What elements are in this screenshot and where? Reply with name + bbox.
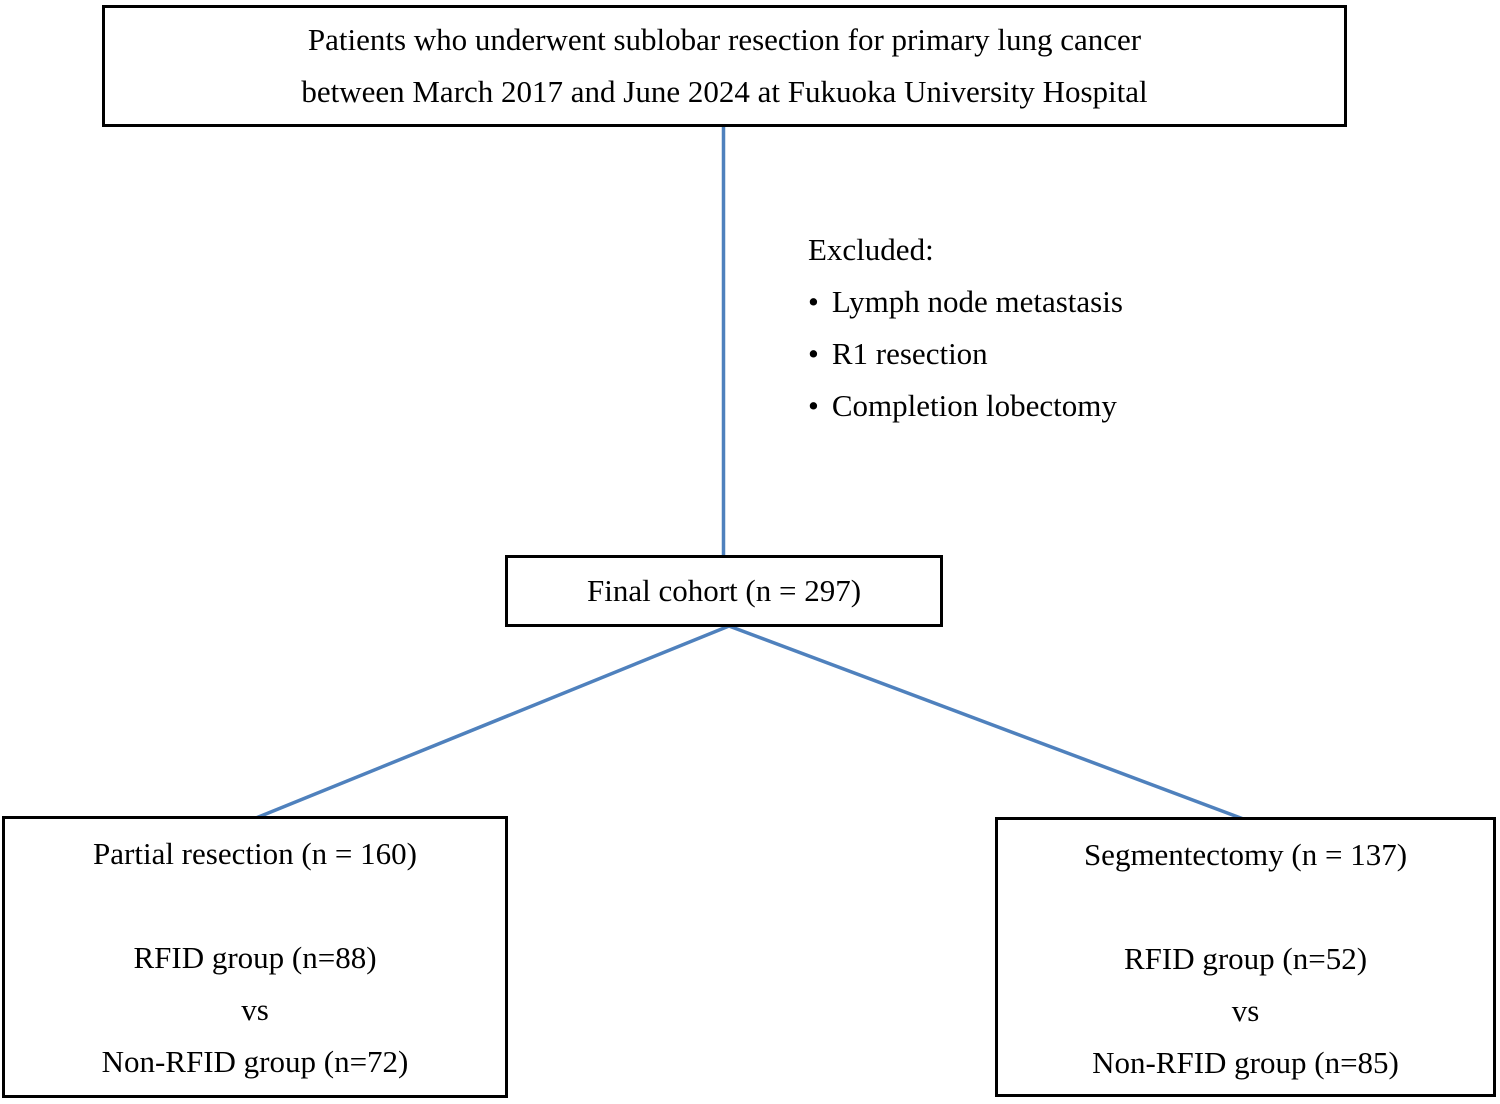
final-cohort-label: Final cohort (n = 297) (586, 573, 862, 608)
excluded-item-text: R1 resection (831, 336, 988, 371)
excluded-item: • Lymph node metastasis (808, 276, 1123, 328)
excluded-item-text: Lymph node metastasis (831, 284, 1123, 319)
connector-final-to-partial (255, 624, 730, 820)
bullet-icon: • (808, 388, 819, 423)
excluded-list: Excluded: • Lymph node metastasis • R1 res… (808, 224, 1123, 432)
connector-final-to-segmentectomy (728, 624, 1247, 822)
partial-non-rfid-group-label: Non-RFID group (n=72) (101, 1044, 409, 1079)
excluded-item: • R1 resection (808, 328, 1123, 380)
excluded-item-text: Completion lobectomy (831, 388, 1117, 423)
spacer-line (5, 880, 505, 932)
final-cohort-box: Final cohort (n = 297) (505, 555, 943, 627)
segmentectomy-vs-label: vs (1231, 993, 1260, 1028)
segmentectomy-box: Segmentectomy (n = 137) RFID group (n=52… (995, 817, 1496, 1097)
segmentectomy-rfid-group-label: RFID group (n=52) (1123, 941, 1368, 976)
spacer-line (998, 881, 1493, 933)
partial-rfid-group-label: RFID group (n=88) (133, 940, 377, 975)
excluded-title: Excluded: (808, 232, 934, 267)
top-box-line-2: between March 2017 and June 2024 at Fuku… (301, 74, 1148, 109)
partial-resection-box: Partial resection (n = 160) RFID group (… (2, 816, 508, 1098)
top-box-eligible-patients: Patients who underwent sublobar resectio… (102, 5, 1347, 127)
bullet-icon: • (808, 284, 819, 319)
partial-resection-title: Partial resection (n = 160) (93, 836, 417, 871)
segmentectomy-non-rfid-group-label: Non-RFID group (n=85) (1092, 1045, 1399, 1080)
partial-vs-label: vs (241, 992, 269, 1027)
segmentectomy-title: Segmentectomy (n = 137) (1083, 837, 1408, 872)
bullet-icon: • (808, 336, 819, 371)
excluded-item: • Completion lobectomy (808, 380, 1123, 432)
top-box-line-1: Patients who underwent sublobar resectio… (307, 22, 1142, 57)
